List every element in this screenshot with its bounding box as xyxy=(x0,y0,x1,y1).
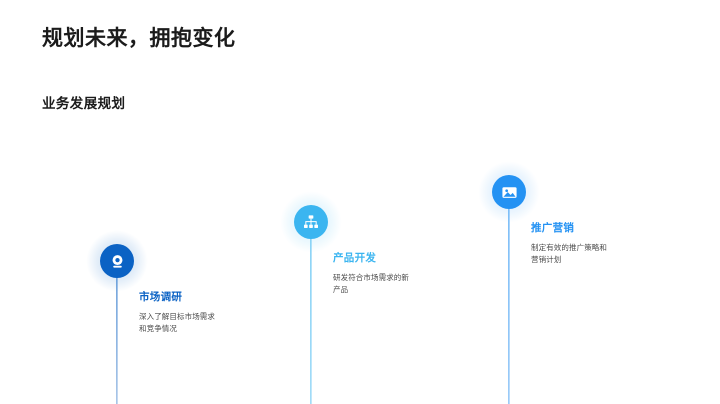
webcam-icon xyxy=(109,253,126,270)
milestone-description-line: 产品 xyxy=(333,284,349,294)
milestone-description-line: 研发符合市场需求的新 xyxy=(333,272,409,282)
timeline-connector-line xyxy=(508,192,510,404)
page-subtitle: 业务发展规划 xyxy=(42,96,126,112)
page-title: 规划未来，拥抱变化 xyxy=(42,27,236,50)
milestone-description-line: 营销计划 xyxy=(531,254,562,264)
milestone-description: 深入了解目标市场需求和竞争情况 xyxy=(139,311,259,335)
milestone-description-line: 深入了解目标市场需求 xyxy=(139,311,215,321)
milestone-title: 产品开发 xyxy=(333,252,377,264)
milestone-description-line: 制定有效的推广策略和 xyxy=(531,242,607,252)
milestone-description-line: 和竞争情况 xyxy=(139,323,177,333)
timeline-connector-line xyxy=(310,222,312,404)
milestone-description: 研发符合市场需求的新产品 xyxy=(333,272,453,296)
milestone-marker-market-research[interactable] xyxy=(100,244,134,278)
milestone-marker-promotion-marketing[interactable] xyxy=(492,175,526,209)
milestone-text-block: 产品开发研发符合市场需求的新产品 xyxy=(333,252,453,296)
milestone-description: 制定有效的推广策略和营销计划 xyxy=(531,242,651,266)
milestone-text-block: 市场调研深入了解目标市场需求和竞争情况 xyxy=(139,291,259,335)
milestone-title: 市场调研 xyxy=(139,291,183,303)
milestone-text-block: 推广营销制定有效的推广策略和营销计划 xyxy=(531,222,651,266)
milestone-marker-product-development[interactable] xyxy=(294,205,328,239)
image-icon xyxy=(501,184,518,201)
slide-header: 规划未来，拥抱变化 业务发展规划 xyxy=(42,26,662,112)
milestone-title: 推广营销 xyxy=(531,222,575,234)
timeline-connector-line xyxy=(116,261,118,404)
sitemap-icon xyxy=(303,214,319,230)
